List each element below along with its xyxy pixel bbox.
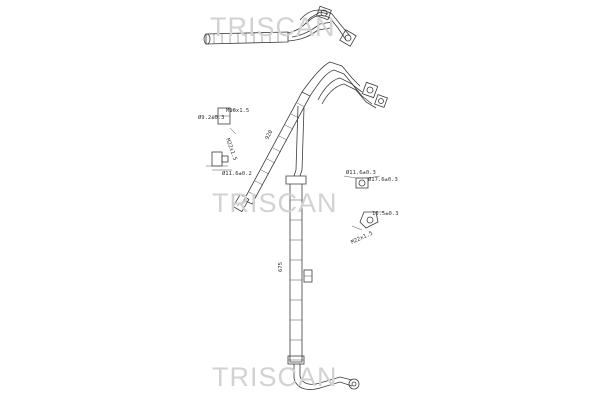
dim-d3: M22x1.5: [224, 138, 238, 162]
dim-d1: M16x1.5: [226, 108, 249, 114]
main-hose-assembly: [232, 61, 388, 390]
dim-d6: Ø17.6±0.3: [368, 176, 398, 183]
dim-d4: Ø11.6±0.2: [222, 170, 252, 177]
detail-callouts: [206, 107, 384, 231]
dim-length-920: 920: [264, 129, 274, 141]
watermark-middle: TRISCAN: [212, 188, 338, 218]
dim-d5: Ø11.6±0.3: [346, 169, 376, 176]
dim-d2: Ø9.2±0.3: [198, 114, 225, 121]
dim-d7: 16.5±0.3: [372, 211, 399, 217]
top-hose-view: [203, 5, 357, 47]
watermark-top: TRISCAN: [210, 12, 336, 42]
watermark-bottom: TRISCAN: [212, 362, 338, 392]
dim-length-675: 675: [278, 262, 284, 272]
dim-d8: M22x1.5: [350, 231, 374, 246]
